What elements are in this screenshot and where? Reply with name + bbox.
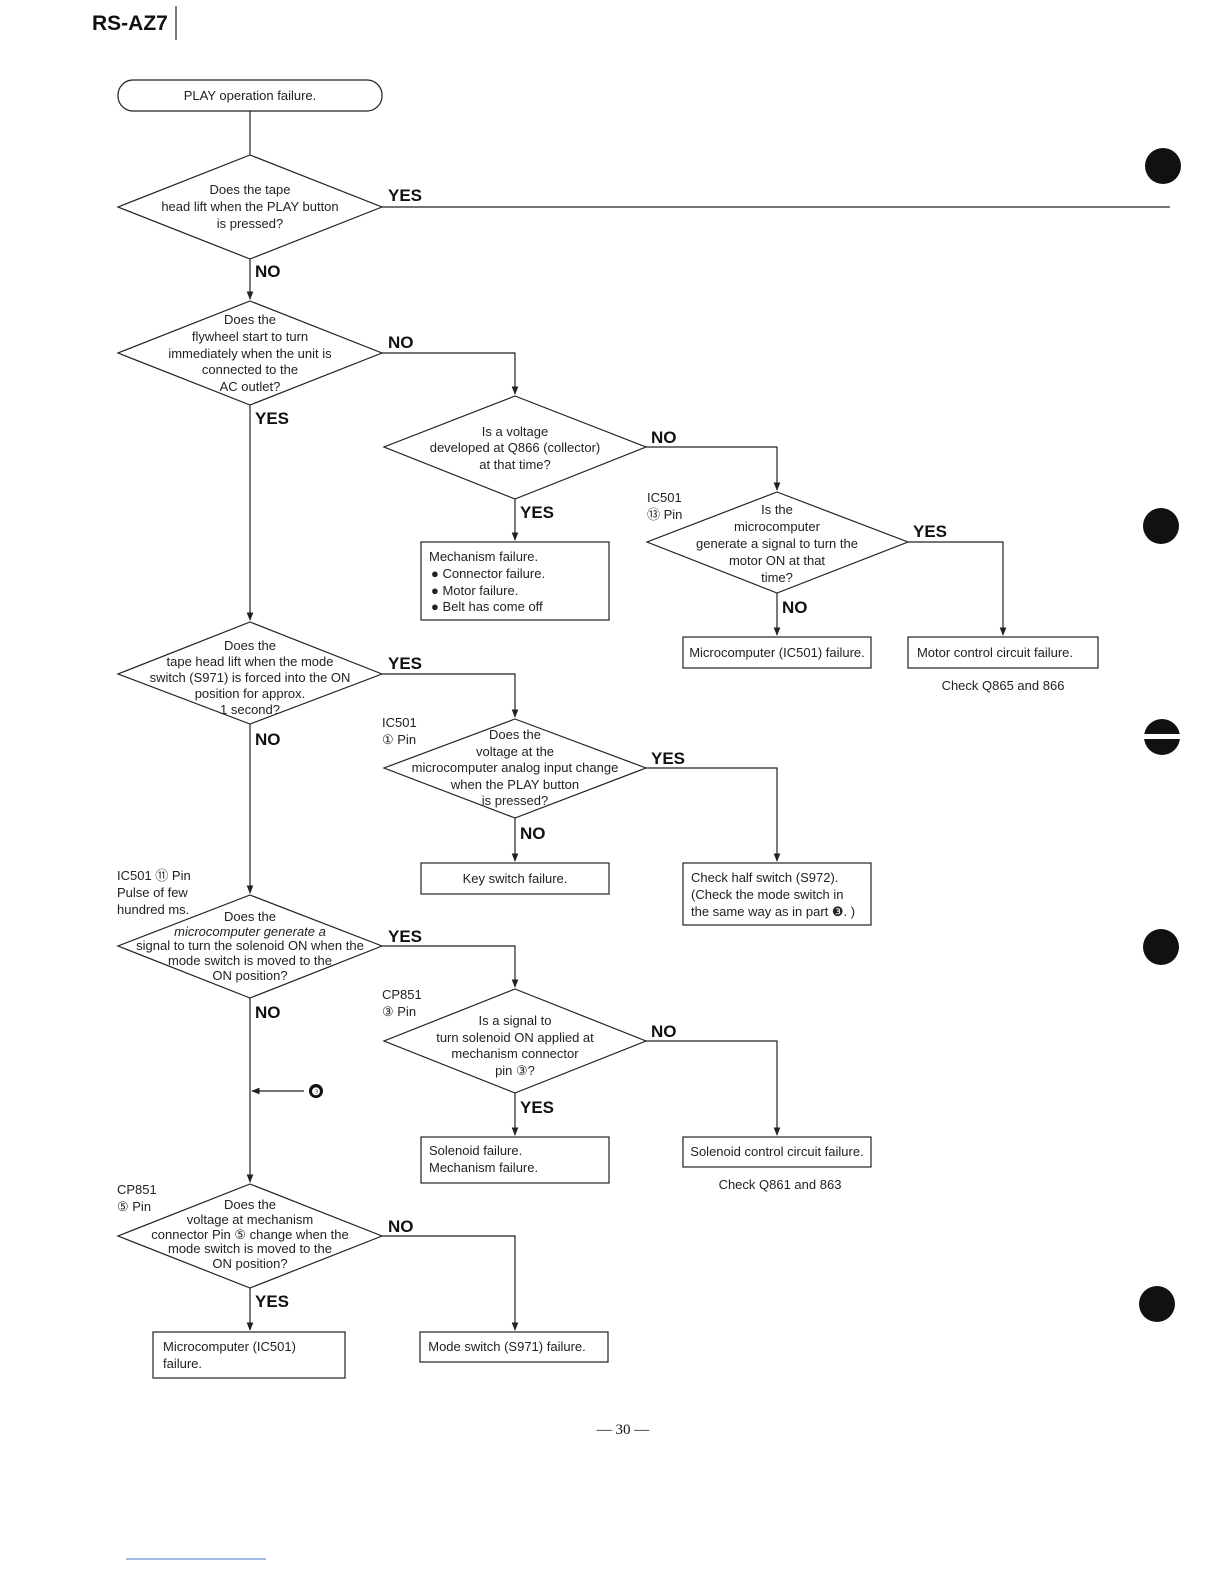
result-r7: Solenoid control circuit failure. Check … [682, 1136, 872, 1192]
svg-text:Check half switch (S972).(Chec: Check half switch (S972).(Check the mode… [691, 870, 855, 919]
label-d9-yes: YES [255, 1292, 289, 1311]
label-d4-no: NO [782, 598, 808, 617]
svg-text:Solenoid failure.Mechanism fai: Solenoid failure.Mechanism failure. [429, 1143, 538, 1175]
label-d3-no: NO [651, 428, 677, 447]
result-r3: Motor control circuit failure. Check Q86… [907, 636, 1099, 693]
connector-ref-b-label: ❸ [312, 1087, 321, 1098]
result-r4: Key switch failure. [420, 862, 610, 895]
connector-lines [246, 111, 1170, 1331]
svg-text:Mechanism failure.● Connector: Mechanism failure.● Connector failure.● … [429, 549, 545, 614]
model-number: RS-AZ7 [92, 12, 168, 35]
svg-text:Check Q861 and 863: Check Q861 and 863 [719, 1177, 842, 1192]
start-text: PLAY operation failure. [184, 88, 317, 103]
label-d1-no: NO [255, 262, 281, 281]
svg-text:Motor control circuit failure.: Motor control circuit failure. [917, 645, 1073, 660]
label-d7-yes: YES [388, 927, 422, 946]
label-d7-no: NO [255, 1003, 281, 1022]
result-r2: Microcomputer (IC501) failure. [682, 636, 872, 669]
label-d3-yes: YES [520, 503, 554, 522]
svg-text:Solenoid control circuit failu: Solenoid control circuit failure. [690, 1144, 863, 1159]
svg-text:Check Q865 and 866: Check Q865 and 866 [942, 678, 1065, 693]
label-d6-yes: YES [651, 749, 685, 768]
label-d8-yes: YES [520, 1098, 554, 1117]
label-d5-yes: YES [388, 654, 422, 673]
connector-ref-b-icon [309, 1084, 323, 1098]
result-r9: Mode switch (S971) failure. [419, 1331, 609, 1363]
label-d6-no: NO [520, 824, 546, 843]
svg-text:Key switch failure.: Key switch failure. [463, 871, 568, 886]
result-r6: Solenoid failure.Mechanism failure. [420, 1136, 610, 1184]
label-d4-yes: YES [913, 522, 947, 541]
result-r5: Check half switch (S972).(Check the mode… [682, 862, 872, 926]
label-d2-no: NO [388, 333, 414, 352]
svg-text:Microcomputer (IC501)failure.: Microcomputer (IC501)failure. [163, 1339, 296, 1371]
svg-text:Microcomputer (IC501) failure.: Microcomputer (IC501) failure. [689, 645, 865, 660]
label-d9-no: NO [388, 1217, 414, 1236]
label-d8-no: NO [651, 1022, 677, 1041]
result-r8: Microcomputer (IC501)failure. [152, 1331, 346, 1379]
label-d5-no: NO [255, 730, 281, 749]
binding-holes [1139, 148, 1186, 1322]
branch-labels: YES NO NO YES NO YES YES NO YES NO YES N… [255, 186, 947, 1311]
result-r1: Mechanism failure.● Connector failure.● … [420, 541, 610, 621]
label-d1-yes: YES [388, 186, 422, 205]
page-number: — 30 — [596, 1422, 651, 1438]
svg-text:Mode switch (S971) failure.: Mode switch (S971) failure. [428, 1339, 586, 1354]
label-d2-yes: YES [255, 409, 289, 428]
